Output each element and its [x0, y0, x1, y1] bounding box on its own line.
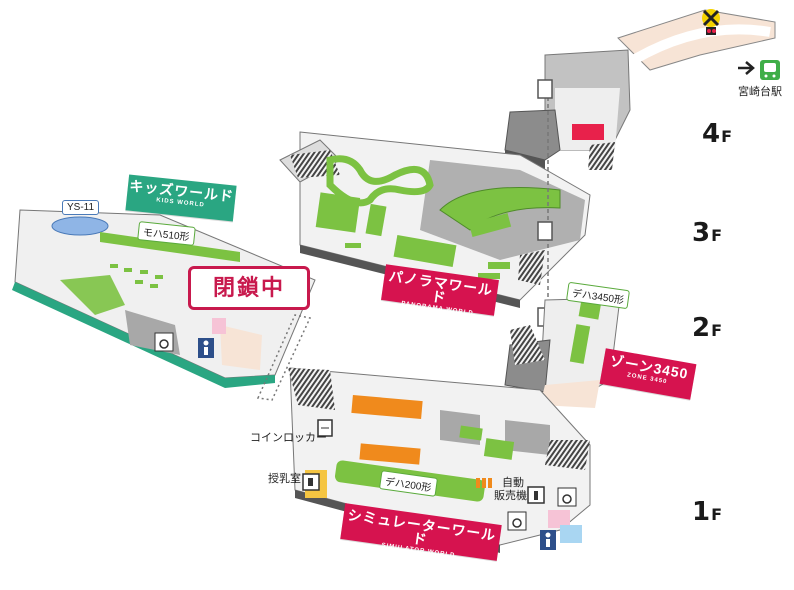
vending-label-1: 自動: [502, 477, 524, 489]
coin-locker-icon: [317, 419, 333, 437]
kids-world-block: [12, 209, 316, 388]
coin-locker-label: コインロッカー: [250, 432, 327, 444]
floor-2-block: [504, 297, 621, 408]
nursing-room-label: 授乳室: [268, 473, 301, 485]
arrow-right-icon: [738, 61, 755, 75]
floor-label-2f: 2F: [692, 313, 724, 343]
vending-label-2: 販売機: [494, 490, 527, 502]
nursing-room-icon: [302, 473, 320, 491]
floor-label-4f: 4F: [702, 119, 734, 149]
floor-4-block: [504, 9, 776, 170]
train-station-icon: [760, 60, 780, 80]
info-icon: [527, 486, 545, 504]
floor-label-3f: 3F: [692, 218, 724, 248]
toilet-icon: [198, 318, 556, 550]
railway-crossing-icon: [702, 9, 720, 35]
closed-area-outline: [256, 314, 312, 401]
closed-room-4f: [572, 124, 604, 140]
floor-label-1f: 1F: [692, 497, 724, 527]
wheelchair-icon: [154, 332, 577, 531]
station-label[interactable]: 宮崎台駅: [738, 86, 782, 98]
closed-badge: 閉鎖中: [188, 266, 310, 310]
car-tag-ys11[interactable]: YS-11: [62, 200, 100, 215]
